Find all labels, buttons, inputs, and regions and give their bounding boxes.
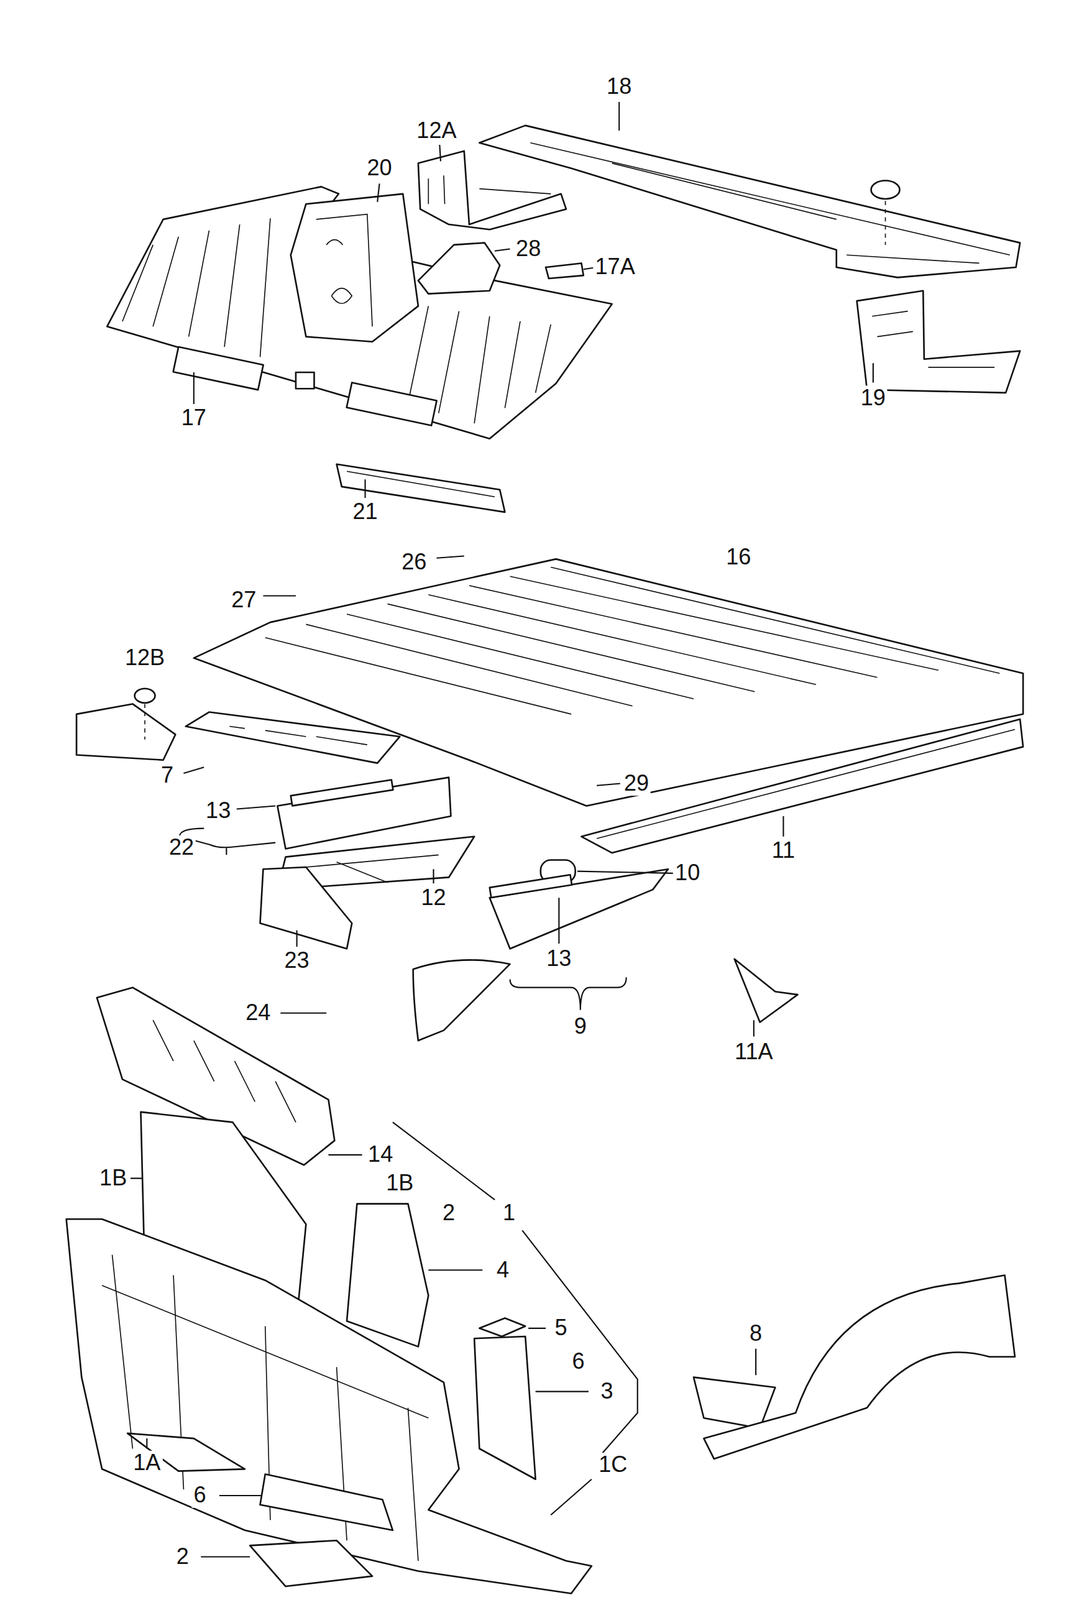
- callout-number: 1B: [97, 1165, 130, 1191]
- rail-rib: [596, 729, 1015, 839]
- dash-line: [144, 703, 146, 739]
- callout-number: 16: [724, 544, 754, 569]
- callout-number: 9: [572, 1013, 590, 1038]
- callout-number: 10: [673, 860, 703, 886]
- floor-pocket: [173, 346, 264, 390]
- crossmember: [489, 868, 669, 949]
- plate-rib: [305, 854, 439, 882]
- callout-number: 6: [191, 1482, 209, 1508]
- callout-number: 19: [858, 385, 888, 410]
- bracket: [418, 243, 500, 294]
- callout-number: 4: [494, 1257, 512, 1283]
- floor-boss: [295, 372, 315, 389]
- callout-number: 14: [366, 1142, 396, 1167]
- plate: [249, 1540, 373, 1587]
- callout-number: 23: [282, 948, 312, 973]
- callout-number: 24: [243, 1000, 273, 1025]
- strip: [290, 779, 394, 806]
- callout-number: 28: [513, 236, 544, 262]
- callout-number: 12A: [414, 118, 459, 143]
- floor-rib: [265, 567, 1001, 715]
- bracket-detail: [428, 175, 551, 204]
- dash-line: [885, 200, 887, 245]
- panel: [185, 712, 401, 764]
- strip: [489, 874, 572, 898]
- rear-floor: [106, 186, 612, 439]
- rail-rib: [530, 142, 1010, 264]
- gusset: [479, 1317, 526, 1337]
- bracket: [474, 1336, 536, 1480]
- callout-number: 1B: [384, 1170, 416, 1196]
- bracket: [260, 867, 353, 949]
- callout-number: 21: [350, 499, 380, 524]
- arch-panel: [413, 959, 511, 1041]
- callout-number: 6: [569, 1349, 587, 1374]
- bracket: [290, 193, 419, 342]
- rail: [581, 719, 1024, 853]
- bracket: [857, 290, 1021, 393]
- bracket: [693, 1377, 776, 1429]
- wheel-arch: [703, 1275, 1015, 1459]
- callout-number: 17A: [592, 254, 638, 280]
- long-rail: [479, 125, 1020, 278]
- callout-number: 5: [552, 1315, 570, 1340]
- bracket: [418, 151, 567, 230]
- callout-number: 18: [604, 74, 634, 99]
- crossmember: [277, 777, 451, 849]
- callout-number: 2: [440, 1200, 458, 1225]
- bulkhead: [66, 1218, 592, 1593]
- callout-number: 2: [174, 1544, 191, 1569]
- callout-number: 22: [167, 835, 197, 860]
- callout-number: 13: [203, 798, 234, 823]
- callout-number: 20: [364, 155, 395, 181]
- group-bracket: [392, 1121, 638, 1454]
- leader-line: [130, 101, 874, 1557]
- callout-number: 27: [229, 587, 259, 612]
- callout-number: 26: [399, 550, 429, 575]
- bracket-detail: [871, 311, 995, 368]
- panel-rib: [229, 726, 368, 746]
- callout-number: 11A: [732, 1039, 776, 1064]
- sill-rib: [346, 471, 495, 497]
- bracket-detail: [316, 214, 373, 327]
- bracket: [260, 1474, 393, 1531]
- callout-number: 29: [622, 771, 652, 796]
- grommet: [871, 180, 900, 199]
- callout-number: 1A: [131, 1450, 163, 1475]
- bracket: [734, 958, 799, 1023]
- crossmember-rib: [152, 1019, 296, 1122]
- callout-number: 13: [544, 946, 574, 971]
- callout-number: 3: [598, 1379, 616, 1404]
- bracket: [545, 262, 584, 279]
- callout-number: 1C: [596, 1452, 630, 1477]
- callout-number: 11: [769, 838, 797, 863]
- callout-number: 7: [159, 763, 176, 788]
- callout-number: 17: [178, 405, 209, 431]
- panel: [346, 1203, 429, 1347]
- panel: [76, 703, 176, 760]
- floor-pocket: [346, 382, 437, 426]
- callout-number: 12B: [123, 645, 168, 670]
- group-bracket: [510, 977, 627, 1010]
- callout-number: 12: [418, 885, 449, 910]
- callout-number: 8: [747, 1320, 765, 1345]
- callout-number: 1: [500, 1200, 518, 1225]
- grommet: [134, 688, 156, 703]
